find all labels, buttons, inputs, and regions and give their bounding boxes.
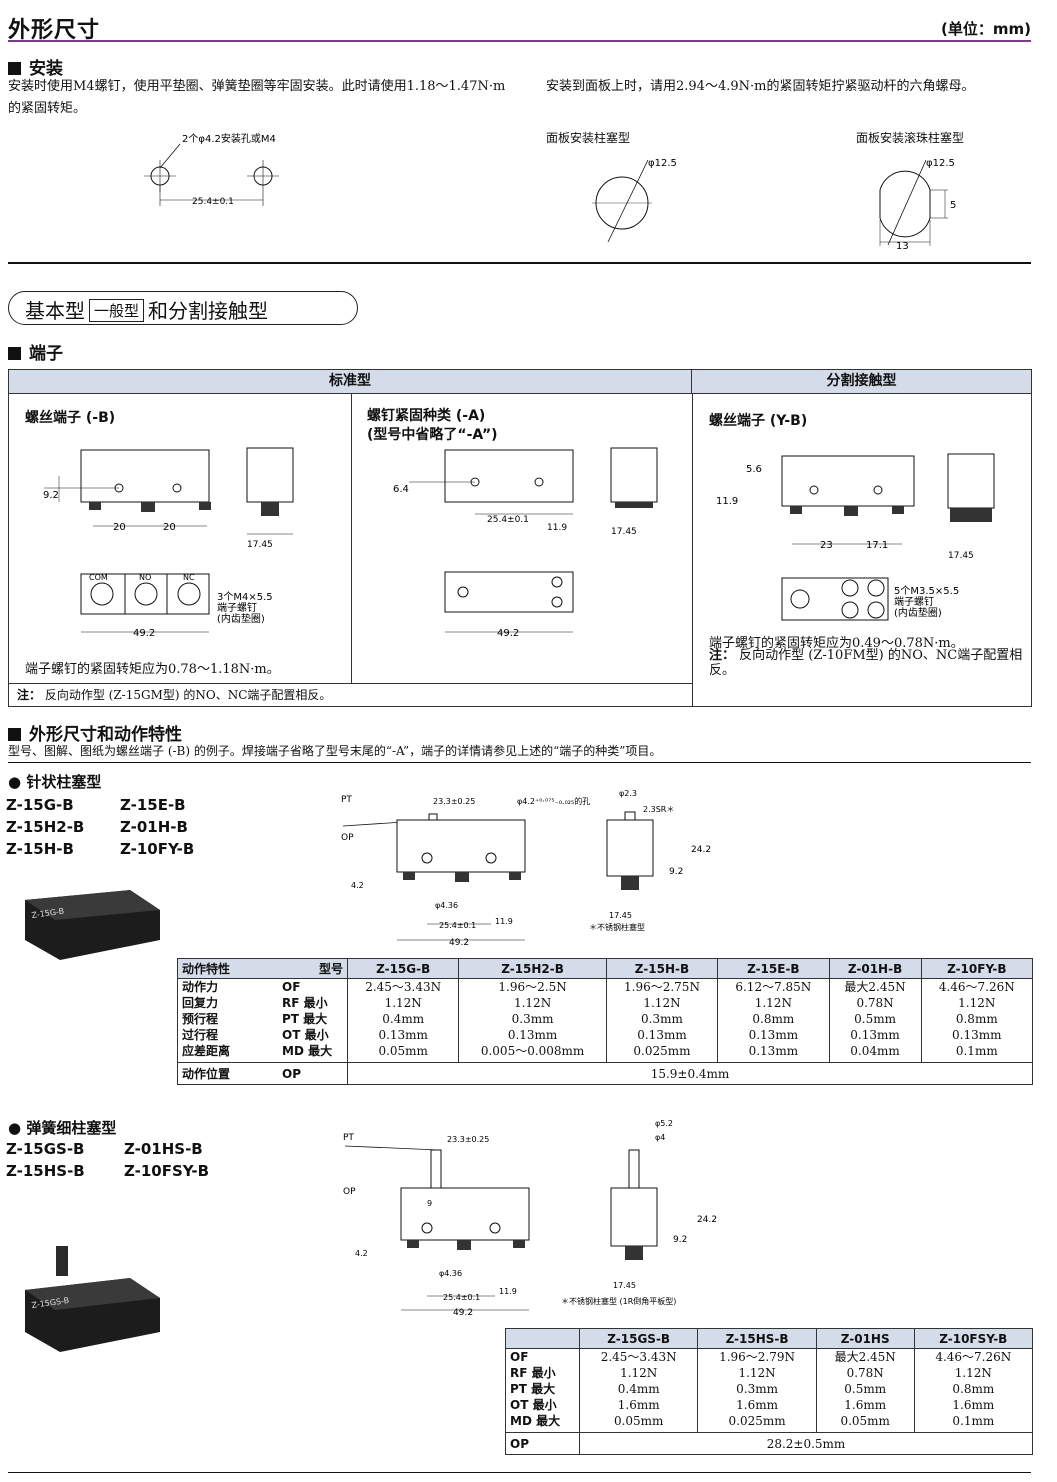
page-title: 外形尺寸 [8,18,101,43]
install-text-left: 安装时使用M4螺钉，使用平垫圈、弹簧垫圈等牢固安装。此时请使用1.18～1.47… [8,79,506,116]
svg-text:9.2: 9.2 [43,490,59,501]
svg-text:23: 23 [820,540,833,551]
svg-text:23.3±0.25: 23.3±0.25 [447,1135,489,1144]
svg-text:φ5.2: φ5.2 [655,1119,673,1128]
svg-text:PT: PT [341,795,352,805]
hole-dim: 25.4±0.1 [192,197,234,207]
svg-text:COM: COM [89,573,108,582]
pin-photo: Z-15G-B [25,890,160,960]
svg-text:25.4±0.1: 25.4±0.1 [439,921,476,930]
col1-drawing: 9.2 20 20 17.45 COM NO NC 49.2 3个M4×5.5 … [43,447,294,639]
svg-text:49.2: 49.2 [497,628,519,639]
hdr-standard: 标准型 [9,370,692,394]
panel-pin-drawing: φ12.5 [592,158,677,243]
svg-text:NO: NO [139,573,151,582]
svg-text:5个M3.5×5.5: 5个M3.5×5.5 [894,585,959,597]
mounting-hole-drawing: 2个φ4.2安装孔或M4 25.4±0.1 [144,132,279,207]
terminals-box: 标准型 分割接触型 螺丝端子 (-B) 螺钉紧固种类 (-A)(型号中省略了“-… [8,369,1032,707]
svg-text:φ4.36: φ4.36 [439,1269,462,1278]
col3-title: 螺丝端子 (Y-B) [709,413,808,429]
col3-note2: 注： 反向动作型 (Z-10FM型) 的NO、NC端子配置相反。 [709,648,1023,678]
col2-drawing: 6.4 25.4±0.1 11.9 17.45 49.2 [393,447,658,639]
panel-roller-label: 面板安装滚珠柱塞型 [856,131,965,145]
svg-text:5.6: 5.6 [746,464,762,475]
svg-text:(内齿垫圈): (内齿垫圈) [217,612,265,625]
svg-text:端子螺钉: 端子螺钉 [894,595,934,608]
svg-text:φ12.5: φ12.5 [648,158,677,169]
svg-text:3个M4×5.5: 3个M4×5.5 [217,591,273,603]
svg-text:＊不锈钢柱塞型 (1R倒角平板型): ＊不锈钢柱塞型 (1R倒角平板型) [561,1296,676,1306]
svg-text:φ4: φ4 [655,1133,665,1142]
svg-text:OP: OP [343,1187,356,1197]
col3-note: 端子螺钉的紧固转矩应为0.49～0.78N·m。 [709,636,964,651]
svg-text:φ12.5: φ12.5 [926,158,955,169]
panel-roller-drawing: φ12.5 5 13 [879,158,956,250]
svg-text:11.9: 11.9 [547,523,567,533]
spring-photo: Z-15GS-B [25,1246,160,1352]
unit-label: (单位：mm) [941,20,1031,38]
svg-text:23.3±0.25: 23.3±0.25 [433,797,475,806]
hdr-split: 分割接触型 [692,370,1031,394]
section-pill: 基本型一般型和分割接触型 [8,291,358,325]
svg-text:(内齿垫圈): (内齿垫圈) [894,606,942,619]
svg-text:6.4: 6.4 [393,484,409,495]
svg-text:11.9: 11.9 [716,496,738,507]
svg-text:4.2: 4.2 [351,881,364,890]
svg-text:PT: PT [343,1133,354,1143]
svg-text:25.4±0.1: 25.4±0.1 [443,1293,480,1302]
install-heading: 安装 [8,54,63,79]
svg-text:OP: OP [341,833,354,843]
svg-text:49.2: 49.2 [133,628,155,639]
svg-text:φ4.2⁺⁰·⁰⁷⁵₋₀.₀₂₅的孔: φ4.2⁺⁰·⁰⁷⁵₋₀.₀₂₅的孔 [517,796,590,806]
pin-drawing: PT OP 23.3±0.25 φ4.2⁺⁰·⁰⁷⁵₋₀.₀₂₅的孔 4.2 φ… [341,790,711,948]
svg-text:端子螺钉: 端子螺钉 [217,601,257,614]
pin-title: ● 针状柱塞型 [8,773,102,791]
svg-text:9.2: 9.2 [673,1235,687,1245]
svg-text:5: 5 [950,200,956,211]
spring-title: ● 弹簧细柱塞型 [8,1119,117,1137]
svg-text:11.9: 11.9 [495,917,513,926]
svg-text:17.45: 17.45 [247,540,273,550]
terminals-bottom-note: 注： 反向动作型 (Z-15GM型) 的NO、NC端子配置相反。 [17,688,332,702]
svg-text:49.2: 49.2 [449,938,469,948]
col1-title: 螺丝端子 (-B) [25,410,116,426]
svg-text:24.2: 24.2 [691,845,711,855]
svg-text:2.3SR＊: 2.3SR＊ [643,805,674,814]
svg-text:17.45: 17.45 [611,527,637,537]
svg-text:49.2: 49.2 [453,1308,473,1318]
svg-text:24.2: 24.2 [697,1215,717,1225]
svg-text:20: 20 [113,522,126,533]
svg-text:11.9: 11.9 [499,1287,517,1296]
svg-text:13: 13 [896,241,909,250]
svg-text:φ2.3: φ2.3 [619,790,637,798]
svg-text:20: 20 [163,522,176,533]
terminals-heading: 端子 [8,339,63,364]
panel-pin-label: 面板安装柱塞型 [546,131,631,145]
install-text-right: 安装到面板上时，请用2.94～4.9N·m的紧固转矩拧紧驱动杆的六角螺母。 [546,79,975,94]
section-divider [8,262,1031,264]
title-rule [8,40,1031,42]
hole-label: 2个φ4.2安装孔或M4 [182,132,276,145]
svg-text:NC: NC [183,573,195,582]
svg-text:9.2: 9.2 [669,867,683,877]
svg-text:17.45: 17.45 [609,911,632,920]
col3-drawing: 5.6 11.9 23 17.1 17.45 5个M3.5×5.5 端子螺钉 (… [716,453,995,621]
svg-text:17.1: 17.1 [866,540,888,551]
svg-text:4.2: 4.2 [355,1249,368,1258]
svg-text:＊不锈钢柱塞型: ＊不锈钢柱塞型 [589,922,645,932]
svg-text:25.4±0.1: 25.4±0.1 [487,515,529,525]
svg-text:φ4.36: φ4.36 [435,901,458,910]
spring-drawing: PT OP 23.3±0.25 9 4.2 φ4.36 25.4±0.1 11.… [343,1119,717,1318]
svg-text:17.45: 17.45 [948,551,974,561]
svg-text:9: 9 [427,1199,432,1208]
svg-text:17.45: 17.45 [613,1281,636,1290]
dims-heading: 外形尺寸和动作特性 [8,720,182,745]
dims-subtitle: 型号、图解、图纸为螺丝端子 (-B) 的例子。焊接端子省略了型号末尾的“-A”，… [8,744,662,758]
col1-note: 端子螺钉的紧固转矩应为0.78～1.18N·m。 [25,662,280,677]
col2-title: 螺钉紧固种类 (-A)(型号中省略了“-A”) [367,408,498,443]
